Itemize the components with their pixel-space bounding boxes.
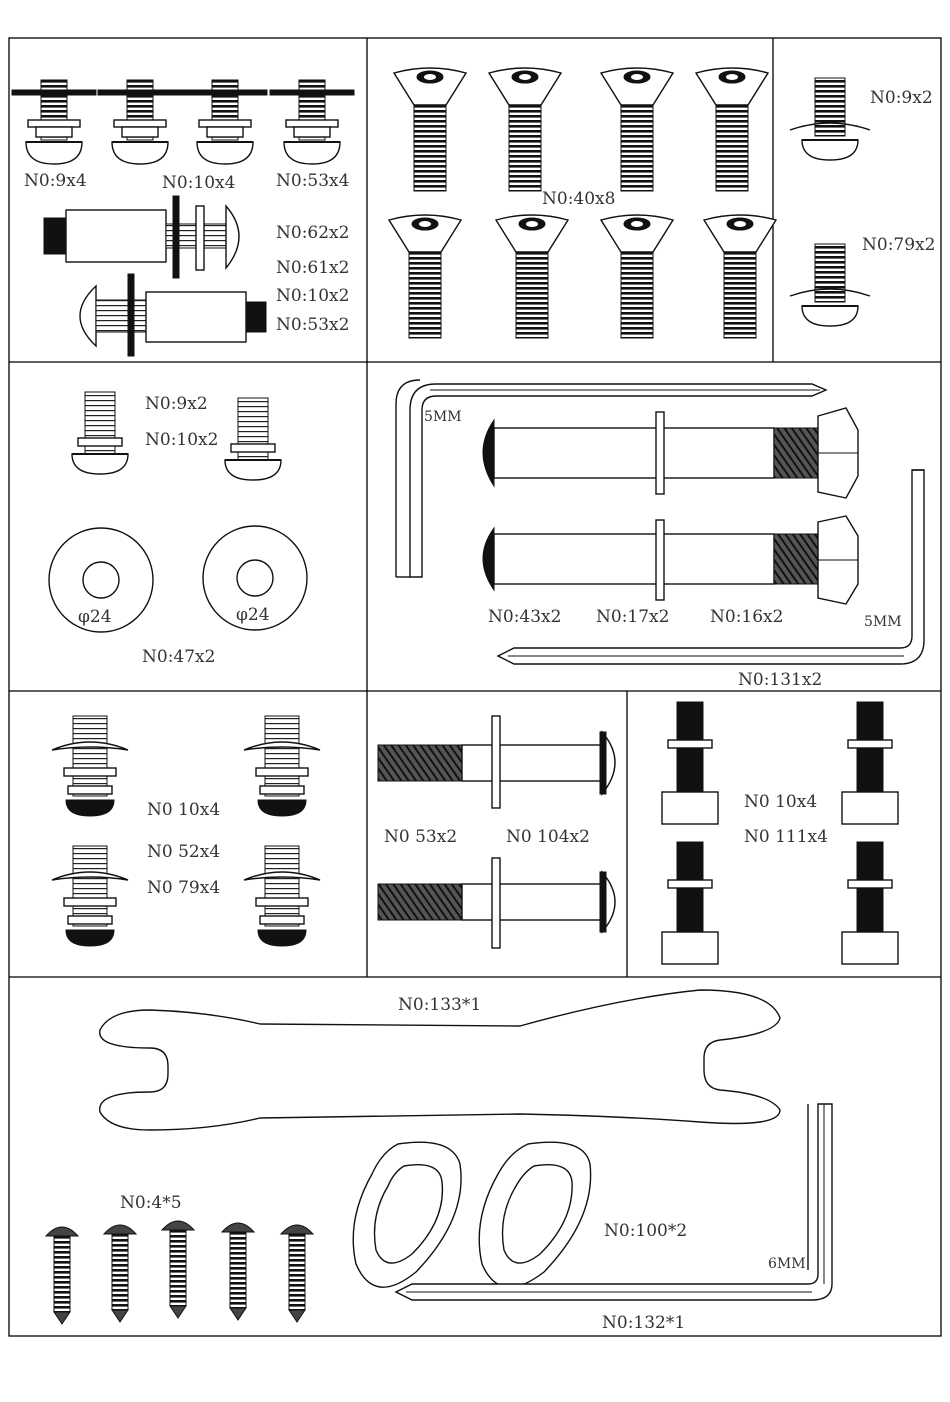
part-label: N0:9x2	[870, 88, 933, 108]
part-label: N0:17x2	[596, 607, 669, 627]
bolt-drawing	[98, 80, 182, 164]
shoulder-bolt-lower	[378, 858, 615, 948]
bolt-drawing	[72, 392, 128, 474]
countersunk-screw	[489, 68, 561, 191]
part-label: N0:9x4	[24, 171, 87, 191]
bolt-curved-washer	[790, 244, 870, 326]
part-label: N0:10x2	[145, 430, 218, 450]
size-label: 6MM	[768, 1256, 806, 1272]
part-label: N0:10x4	[162, 173, 235, 193]
bolt-drawing	[225, 398, 281, 480]
hex-key-6mm	[396, 1104, 832, 1300]
panel-3: N0:9x2 N0:79x2	[790, 78, 935, 326]
countersunk-screw	[394, 68, 466, 191]
pan-head-screw	[281, 1225, 313, 1322]
part-label: N0:43x2	[488, 607, 561, 627]
size-label: 5MM	[864, 614, 902, 630]
socket-cap-bolt	[662, 842, 718, 964]
panel-8: N0 10x4 N0 111x4	[662, 702, 898, 964]
spacer-bolt-assembly-bottom	[80, 274, 266, 356]
bolt-drawing	[183, 80, 267, 164]
pan-head-screw	[162, 1221, 194, 1318]
part-label: N0:10x2	[276, 286, 349, 306]
socket-cap-bolt	[662, 702, 718, 824]
axle-bolt-upper	[483, 408, 858, 498]
shoulder-bolt-upper	[378, 716, 615, 808]
part-label: N0 111x4	[744, 827, 828, 847]
part-label: N0:9x2	[145, 394, 208, 414]
socket-cap-bolt	[842, 842, 898, 964]
diameter-label: φ24	[236, 605, 270, 625]
part-label: N0 104x2	[506, 827, 590, 847]
part-label: N0 53x2	[384, 827, 457, 847]
pan-head-screw	[46, 1227, 78, 1324]
panel-4: N0:9x2 N0:10x2 φ24 φ24 N0:47x2	[49, 392, 307, 667]
panel-1: N0:9x4 N0:10x4 N0:53x4 N0:62x2 N0:61x2 N…	[12, 80, 354, 356]
countersunk-screw	[601, 68, 673, 191]
socket-cap-bolt	[842, 702, 898, 824]
part-label: N0:4*5	[120, 1193, 182, 1213]
countersunk-screw	[696, 68, 768, 191]
bolt-drawing	[244, 846, 320, 946]
part-label: N0 10x4	[147, 800, 220, 820]
curved-spring-washer	[479, 1142, 590, 1287]
part-label: N0:40x8	[542, 189, 615, 209]
pan-head-screw	[104, 1225, 136, 1322]
size-label: 5MM	[424, 409, 462, 425]
countersunk-screw	[704, 215, 776, 338]
axle-bolt-lower	[483, 516, 858, 604]
part-label: N0:62x2	[276, 223, 349, 243]
bolt-drawing	[52, 716, 128, 816]
part-label: N0:47x2	[142, 647, 215, 667]
panel-7: N0 53x2 N0 104x2	[378, 716, 615, 948]
diameter-label: φ24	[78, 607, 112, 627]
spacer-bolt-assembly-top	[44, 196, 239, 278]
part-label: N0:16x2	[710, 607, 783, 627]
countersunk-screw	[389, 215, 461, 338]
bolt-drawing	[244, 716, 320, 816]
part-label: N0 79x4	[147, 878, 220, 898]
countersunk-screw	[496, 215, 568, 338]
bolt-drawing	[52, 846, 128, 946]
part-label: N0:132*1	[602, 1313, 685, 1333]
part-label: N0:61x2	[276, 258, 349, 278]
part-label: N0:131x2	[738, 670, 822, 690]
part-label: N0:133*1	[398, 995, 481, 1015]
bolt-drawing	[270, 80, 354, 164]
bolt-curved-washer	[790, 78, 870, 160]
pan-head-screw	[222, 1223, 254, 1320]
part-label: N0:53x4	[276, 171, 349, 191]
panel-9: N0:133*1 N0:4*5 N0:100*2 6MM N0:132*1	[46, 990, 832, 1333]
part-label: N0:53x2	[276, 315, 349, 335]
part-label: N0 10x4	[744, 792, 817, 812]
curved-spring-washer	[353, 1142, 461, 1287]
part-label: N0 52x4	[147, 842, 220, 862]
panel-2: N0:40x8	[389, 68, 776, 338]
panel-5: 5MM N0:43x2 N0:17x2 N0:16x2 5MM N0:131x2	[396, 380, 924, 690]
bolt-drawing	[12, 80, 96, 164]
panel-6: N0 10x4 N0 52x4 N0 79x4	[52, 716, 320, 946]
part-label: N0:100*2	[604, 1221, 687, 1241]
part-label: N0:79x2	[862, 235, 935, 255]
countersunk-screw	[601, 215, 673, 338]
